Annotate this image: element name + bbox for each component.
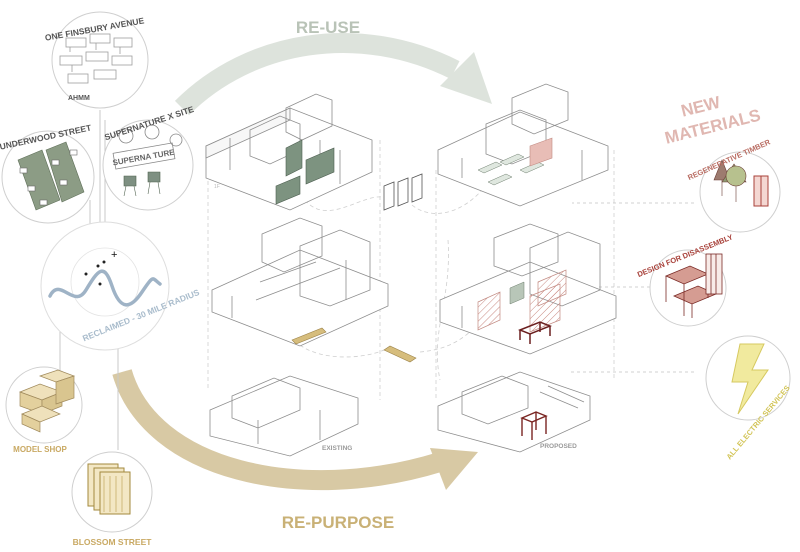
lightning-bolt-icon [731, 343, 769, 415]
plan-guides [207, 140, 615, 400]
reuse-label: RE-USE [296, 18, 360, 37]
underwood-circle [1, 130, 95, 224]
proposed-middle-hatched-timber [477, 269, 567, 333]
proposed-plan-upper [437, 83, 609, 207]
proposed-lower-red-structure [520, 411, 548, 440]
reclaimed-radius-circle: + [40, 221, 170, 351]
all-electric-circle [705, 335, 791, 421]
reused-doors [383, 173, 423, 211]
reuse-arrow [174, 33, 492, 116]
floor-tag: 1F [214, 184, 220, 190]
proposed-plan-middle [439, 223, 617, 355]
proposed-plan-lower [437, 371, 591, 453]
regenerative-timber-circle [699, 151, 781, 233]
existing-upper-reused-partitions [275, 139, 335, 205]
new-materials-arrows [570, 202, 694, 373]
proposed-label: PROPOSED [540, 443, 577, 450]
site-marker: + [111, 249, 117, 261]
existing-plan-middle [211, 217, 389, 347]
proposed-upper-desks [477, 153, 545, 186]
proposed-middle-red-frame [517, 321, 553, 344]
design-for-disassembly-circle [649, 249, 727, 327]
blossom-street-circle [71, 451, 153, 533]
supernature-circle: SUPERNA TURE [102, 119, 194, 211]
ahmm-label: AHMM [68, 95, 90, 102]
repurpose-arrow [112, 368, 478, 491]
model-shop-circle [5, 366, 83, 444]
blossom-street-label: BLOSSOM STREET [73, 537, 153, 547]
existing-middle-reused-timber [291, 327, 417, 363]
existing-plan-lower [209, 375, 359, 457]
model-shop-label: MODEL SHOP [13, 445, 67, 454]
existing-label: EXISTING [322, 445, 352, 452]
one-finsbury-circle [51, 11, 149, 109]
proposed-upper-pink-partitions [529, 137, 553, 167]
proposed-middle-sage-panels [509, 281, 525, 305]
repurpose-label: RE-PURPOSE [282, 513, 394, 532]
